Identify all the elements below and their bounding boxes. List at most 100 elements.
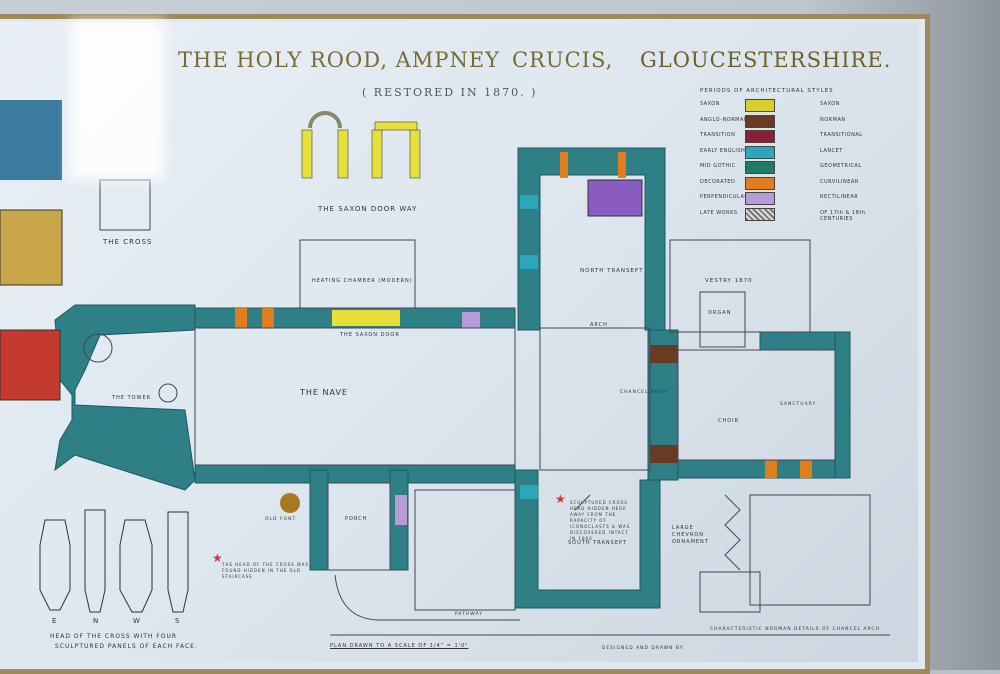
legend-style: SAXON <box>820 101 840 107</box>
legend-item: TRANSITION TRANSITIONAL <box>700 128 880 144</box>
title-part-1: THE HOLY ROOD, AMPNEY <box>178 48 501 72</box>
note-south-transept: SCULPTURED CROSS HEAD HIDDEN HERE AWAY F… <box>570 500 631 541</box>
decorated-window <box>765 460 777 478</box>
legend-style: LANCET <box>820 147 843 154</box>
label-vestry: VESTRY 1870 <box>705 278 753 284</box>
cross-drawing <box>99 179 151 231</box>
face-label-n: N <box>93 617 100 625</box>
note-cross-head: THE HEAD OF THE CROSS WAS FOUND HIDDEN I… <box>222 562 309 579</box>
label-pathway: PATHWAY <box>455 612 483 617</box>
vestry-outline <box>669 239 811 333</box>
lancet-window <box>520 485 538 499</box>
label-designed-by: DESIGNED AND DRAWN BY <box>602 646 684 651</box>
nave-south-wall <box>194 464 516 484</box>
label-norman-details: CHARACTERISTIC NORMAN DETAILS OF CHANCEL… <box>710 627 880 632</box>
face-label-w: W <box>133 617 141 625</box>
heating-chamber <box>299 239 416 309</box>
south-aisle-outline <box>414 489 516 611</box>
pathway-line <box>330 574 890 636</box>
coat-of-arms <box>0 100 62 180</box>
label-porch: PORCH <box>345 516 368 522</box>
saxon-door-arch <box>308 111 342 129</box>
label-old-font: OLD FONT <box>265 517 297 522</box>
perpendicular-window <box>462 312 480 328</box>
monument-tomb <box>587 179 643 217</box>
label-choir: CHOIR <box>718 418 740 424</box>
label-cross-head-2: SCULPTURED PANELS OF EACH FACE. <box>55 643 198 650</box>
legend-swatch <box>745 145 775 159</box>
label-nave: THE NAVE <box>300 388 348 397</box>
legend-style: NORMAN <box>820 116 846 123</box>
legend-style: CURVILINEAR <box>820 178 859 185</box>
label-saxon-door-way: THE SAXON DOOR WAY <box>318 205 418 213</box>
chancel-south-wall <box>664 459 851 479</box>
label-arch: ARCH <box>590 322 608 328</box>
legend-style: RECTILINEAR <box>820 194 859 200</box>
star-marker: ★ <box>212 551 223 565</box>
saxon-door-jamb <box>337 129 349 179</box>
title-part-2: CRUCIS, <box>512 48 614 72</box>
title-part-3: GLOUCESTERSHIRE. <box>640 48 892 72</box>
star-marker: ★ <box>555 492 566 506</box>
legend-swatch <box>745 161 775 174</box>
legend-swatch <box>745 207 775 221</box>
legend-swatch <box>745 114 775 128</box>
legend-swatch <box>745 192 775 205</box>
face-label-s: S <box>175 617 181 625</box>
legend-item: ANGLO-NORMAN NORMAN <box>700 113 880 129</box>
coat-of-arms <box>0 329 61 401</box>
label-south-transept: SOUTH TRANSEPT <box>568 540 628 546</box>
legend-item: DECORATED CURVILINEAR <box>700 175 880 191</box>
norman-capital-drawing <box>699 571 761 613</box>
south-transept-walls <box>514 469 661 609</box>
norman-arch-pier <box>650 345 678 363</box>
label-cross-head-1: HEAD OF THE CROSS WITH FOUR <box>50 633 178 640</box>
chancel-east-wall <box>834 331 851 479</box>
cross-face-north <box>84 509 106 613</box>
legend-swatch <box>745 99 775 112</box>
legend-period: PERPENDICULAR <box>700 194 749 200</box>
decorated-window <box>618 152 626 178</box>
cross-face-east <box>39 519 71 611</box>
legend-period: ANGLO-NORMAN <box>700 116 749 123</box>
label-chancel-arch: CHANCEL ARCH <box>620 390 668 395</box>
decorated-window <box>262 308 274 328</box>
label-chevron: LARGE CHEVRON ORNAMENT <box>672 525 709 545</box>
saxon-door-jamb <box>301 129 313 179</box>
legend-period: LATE WORKS <box>700 209 738 216</box>
legend-heading: PERIODS OF ARCHITECTURAL STYLES <box>700 88 834 94</box>
label-sanctuary: SANCTUARY <box>780 402 817 407</box>
label-saxon-door: THE SAXON DOOR <box>340 332 400 338</box>
legend-style: TRANSITIONAL <box>820 132 863 138</box>
legend-period: TRANSITION <box>700 132 736 138</box>
legend-item: LATE WORKS OF 17th & 18th CENTURIES <box>700 206 880 222</box>
tower-stair <box>83 333 113 363</box>
decorated-window <box>235 308 247 328</box>
north-transept-walls <box>517 147 666 331</box>
coat-of-arms <box>0 209 63 286</box>
crossing-outline <box>539 327 651 471</box>
legend-style: OF 17th & 18th CENTURIES <box>820 209 866 222</box>
label-heating-chamber: HEATING CHAMBER (MODERN) <box>312 278 413 284</box>
legend-period: MID GOTHIC <box>700 163 736 169</box>
legend-swatch <box>745 176 775 190</box>
legend-style: GEOMETRICAL <box>820 163 862 169</box>
decorated-window <box>800 460 812 478</box>
legend-item: PERPENDICULAR RECTILINEAR <box>700 190 880 206</box>
legend-swatch <box>745 130 775 143</box>
chevron-ornament <box>574 494 741 571</box>
label-tower: THE TOWER <box>112 395 152 401</box>
saxon-door-marker <box>332 310 400 326</box>
porch-outline <box>327 482 391 571</box>
legend-period: DECORATED <box>700 178 736 185</box>
cross-face-west <box>119 519 153 613</box>
saxon-door-jamb <box>371 129 383 179</box>
face-label-e: E <box>52 617 58 625</box>
porch-west-wall <box>309 469 329 571</box>
perpendicular-window <box>395 495 407 525</box>
organ-outline <box>699 291 746 348</box>
norman-arch-pier <box>650 445 678 463</box>
